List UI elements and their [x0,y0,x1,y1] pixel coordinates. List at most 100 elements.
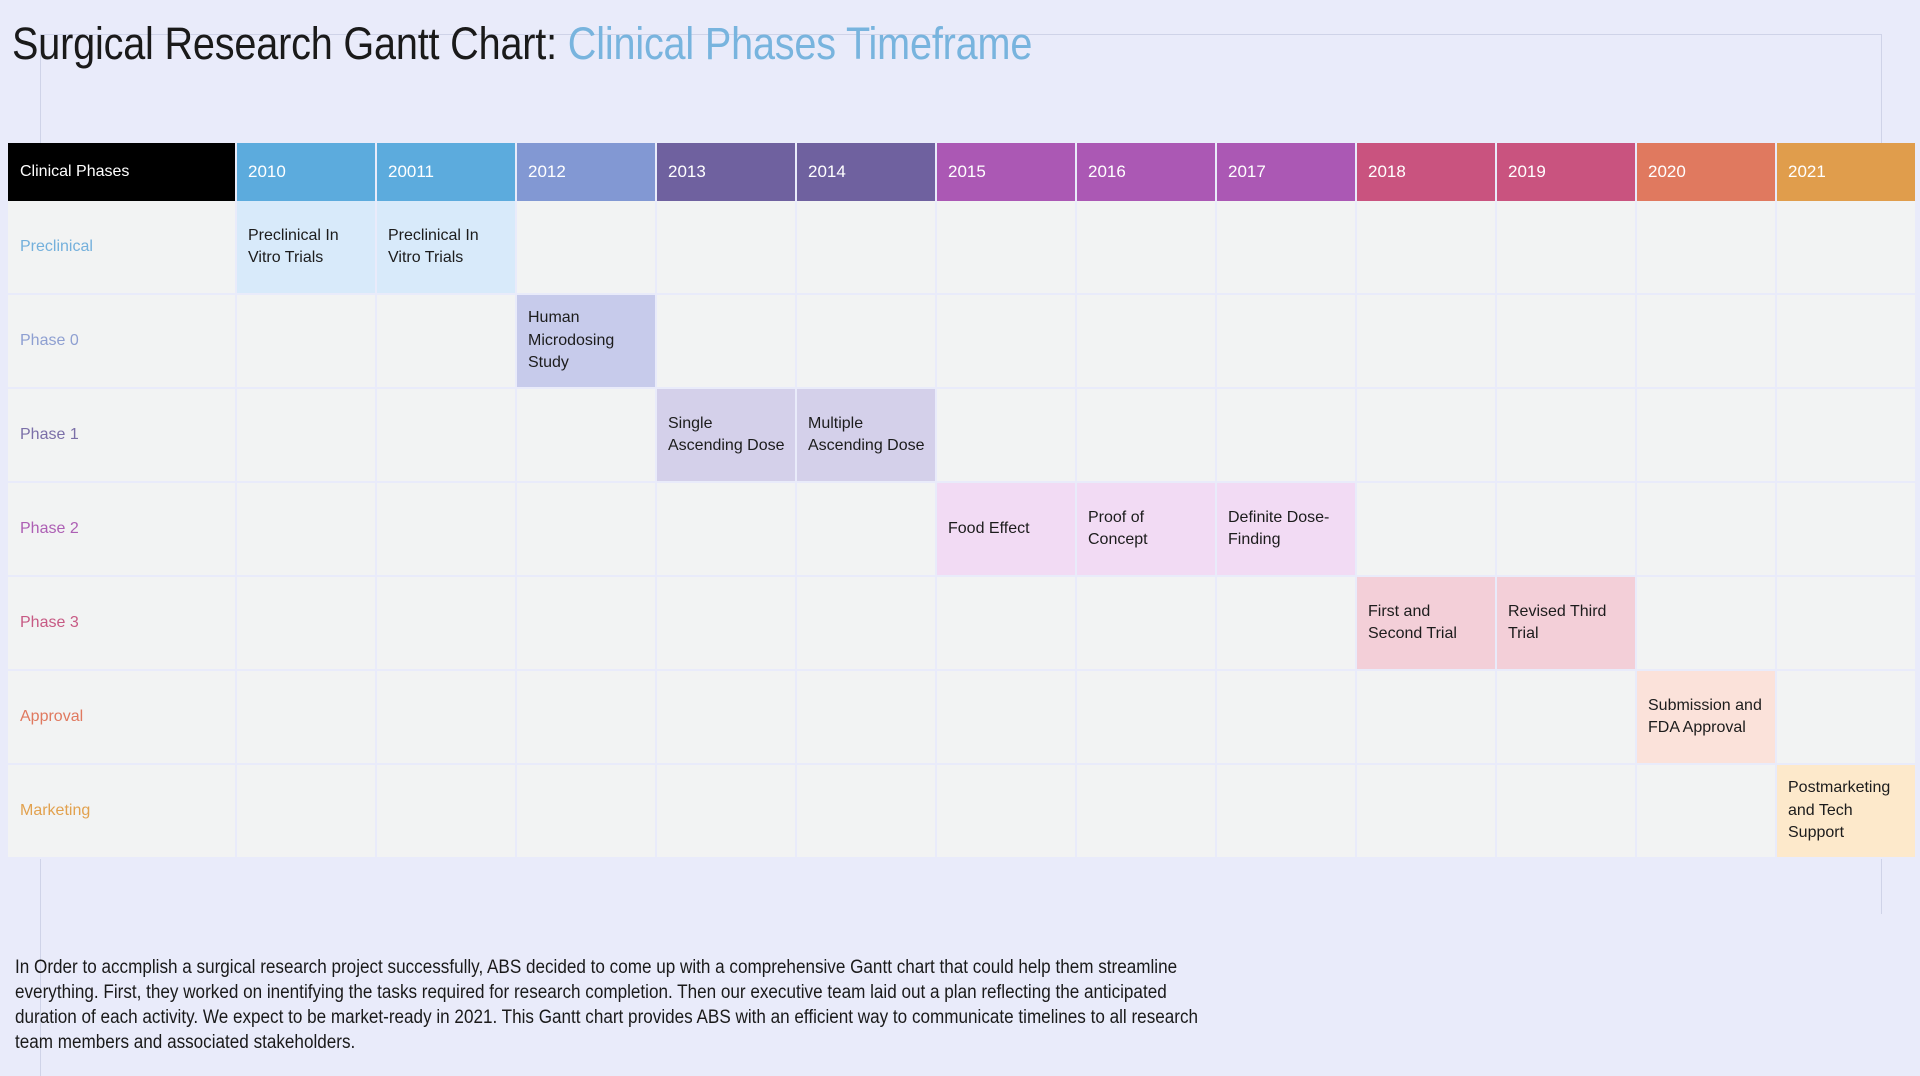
empty-cell [796,576,937,671]
task-bar[interactable]: Proof of Concept [1076,482,1217,577]
empty-cell [516,482,657,577]
empty-cell [236,764,377,859]
empty-cell [1496,388,1637,483]
task-bar-label: Preclinical In Vitro Trials [248,226,339,267]
header-year-2013[interactable]: 2013 [656,143,797,201]
empty-cell [1216,576,1357,671]
task-bar[interactable]: Definite Dose-Finding [1216,482,1357,577]
empty-cell [1356,388,1497,483]
header-year-2020[interactable]: 2020 [1636,143,1777,201]
task-bar[interactable]: Human Microdosing Study [516,294,657,389]
task-bar-label: Human Microdosing Study [528,309,615,372]
empty-cell [1356,670,1497,765]
task-bar-label: Proof of Concept [1088,508,1148,549]
empty-cell [656,576,797,671]
gantt-row: Approval Submission and FDA Approval [8,670,1917,765]
empty-cell [1496,482,1637,577]
empty-cell [376,764,517,859]
empty-cell [656,482,797,577]
task-bar[interactable]: Multiple Ascending Dose [796,388,937,483]
empty-cell [1356,764,1497,859]
empty-cell [516,576,657,671]
empty-cell [1076,764,1217,859]
empty-cell [796,294,937,389]
empty-cell [656,670,797,765]
empty-cell [376,576,517,671]
row-label-phase-0[interactable]: Phase 0 [8,294,237,389]
header-year-2021[interactable]: 2021 [1776,143,1917,201]
empty-cell [936,388,1077,483]
empty-cell [1776,388,1917,483]
header-year-2015[interactable]: 2015 [936,143,1077,201]
task-bar-label: Preclinical In Vitro Trials [388,226,479,267]
header-year-2014[interactable]: 2014 [796,143,937,201]
empty-cell [1216,388,1357,483]
empty-cell [516,388,657,483]
header-year-2010[interactable]: 2010 [236,143,377,201]
row-label-phase-2[interactable]: Phase 2 [8,482,237,577]
empty-cell [376,670,517,765]
empty-cell [1776,670,1917,765]
task-bar[interactable]: Food Effect [936,482,1077,577]
empty-cell [1216,670,1357,765]
task-bar[interactable]: Preclinical In Vitro Trials [376,201,517,295]
empty-cell [516,201,657,295]
row-label-approval[interactable]: Approval [8,670,237,765]
page-title-main: Surgical Research Gantt Chart: [12,18,568,69]
empty-cell [936,201,1077,295]
task-bar-label: First and Second Trial [1368,602,1457,643]
empty-cell [376,388,517,483]
empty-cell [656,764,797,859]
empty-cell [1496,670,1637,765]
gantt-row: Preclinical Preclinical In Vitro Trials Pr… [8,201,1917,295]
empty-cell [1636,576,1777,671]
empty-cell [236,388,377,483]
header-clinical-phases: Clinical Phases [8,143,237,201]
empty-cell [796,764,937,859]
empty-cell [936,670,1077,765]
task-bar-label: Submission and FDA Approval [1648,696,1762,737]
row-label-preclinical[interactable]: Preclinical [8,201,237,295]
empty-cell [236,670,377,765]
task-bar[interactable]: First and Second Trial [1356,576,1497,671]
task-bar-label: Food Effect [948,519,1030,537]
header-year-20011[interactable]: 20011 [376,143,517,201]
footer-paragraph: In Order to accmplish a surgical researc… [15,957,1199,1053]
empty-cell [236,576,377,671]
header-year-2019[interactable]: 2019 [1496,143,1637,201]
empty-cell [376,294,517,389]
task-bar-label: Multiple Ascending Dose [808,414,925,455]
header-year-2018[interactable]: 2018 [1356,143,1497,201]
header-year-2012[interactable]: 2012 [516,143,657,201]
empty-cell [1496,294,1637,389]
task-bar[interactable]: Postmarketing and Tech Support [1776,764,1917,859]
empty-cell [1636,201,1777,295]
task-bar[interactable]: Single Ascending Dose [656,388,797,483]
header-year-2017[interactable]: 2017 [1216,143,1357,201]
empty-cell [1636,482,1777,577]
empty-cell [1076,670,1217,765]
empty-cell [796,670,937,765]
empty-cell [656,201,797,295]
empty-cell [936,294,1077,389]
task-bar-label: Definite Dose-Finding [1228,508,1330,549]
page-title: Surgical Research Gantt Chart: Clinical … [12,18,1032,70]
task-bar[interactable]: Revised Third Trial [1496,576,1637,671]
empty-cell [1076,388,1217,483]
empty-cell [936,764,1077,859]
empty-cell [1776,482,1917,577]
empty-cell [1636,294,1777,389]
empty-cell [1076,576,1217,671]
row-label-phase-1[interactable]: Phase 1 [8,388,237,483]
task-bar[interactable]: Submission and FDA Approval [1636,670,1777,765]
empty-cell [1776,201,1917,295]
empty-cell [1076,294,1217,389]
row-label-marketing[interactable]: Marketing [8,764,237,859]
row-label-phase-3[interactable]: Phase 3 [8,576,237,671]
empty-cell [1496,201,1637,295]
empty-cell [656,294,797,389]
header-year-2016[interactable]: 2016 [1076,143,1217,201]
task-bar[interactable]: Preclinical In Vitro Trials [236,201,377,295]
empty-cell [1776,576,1917,671]
